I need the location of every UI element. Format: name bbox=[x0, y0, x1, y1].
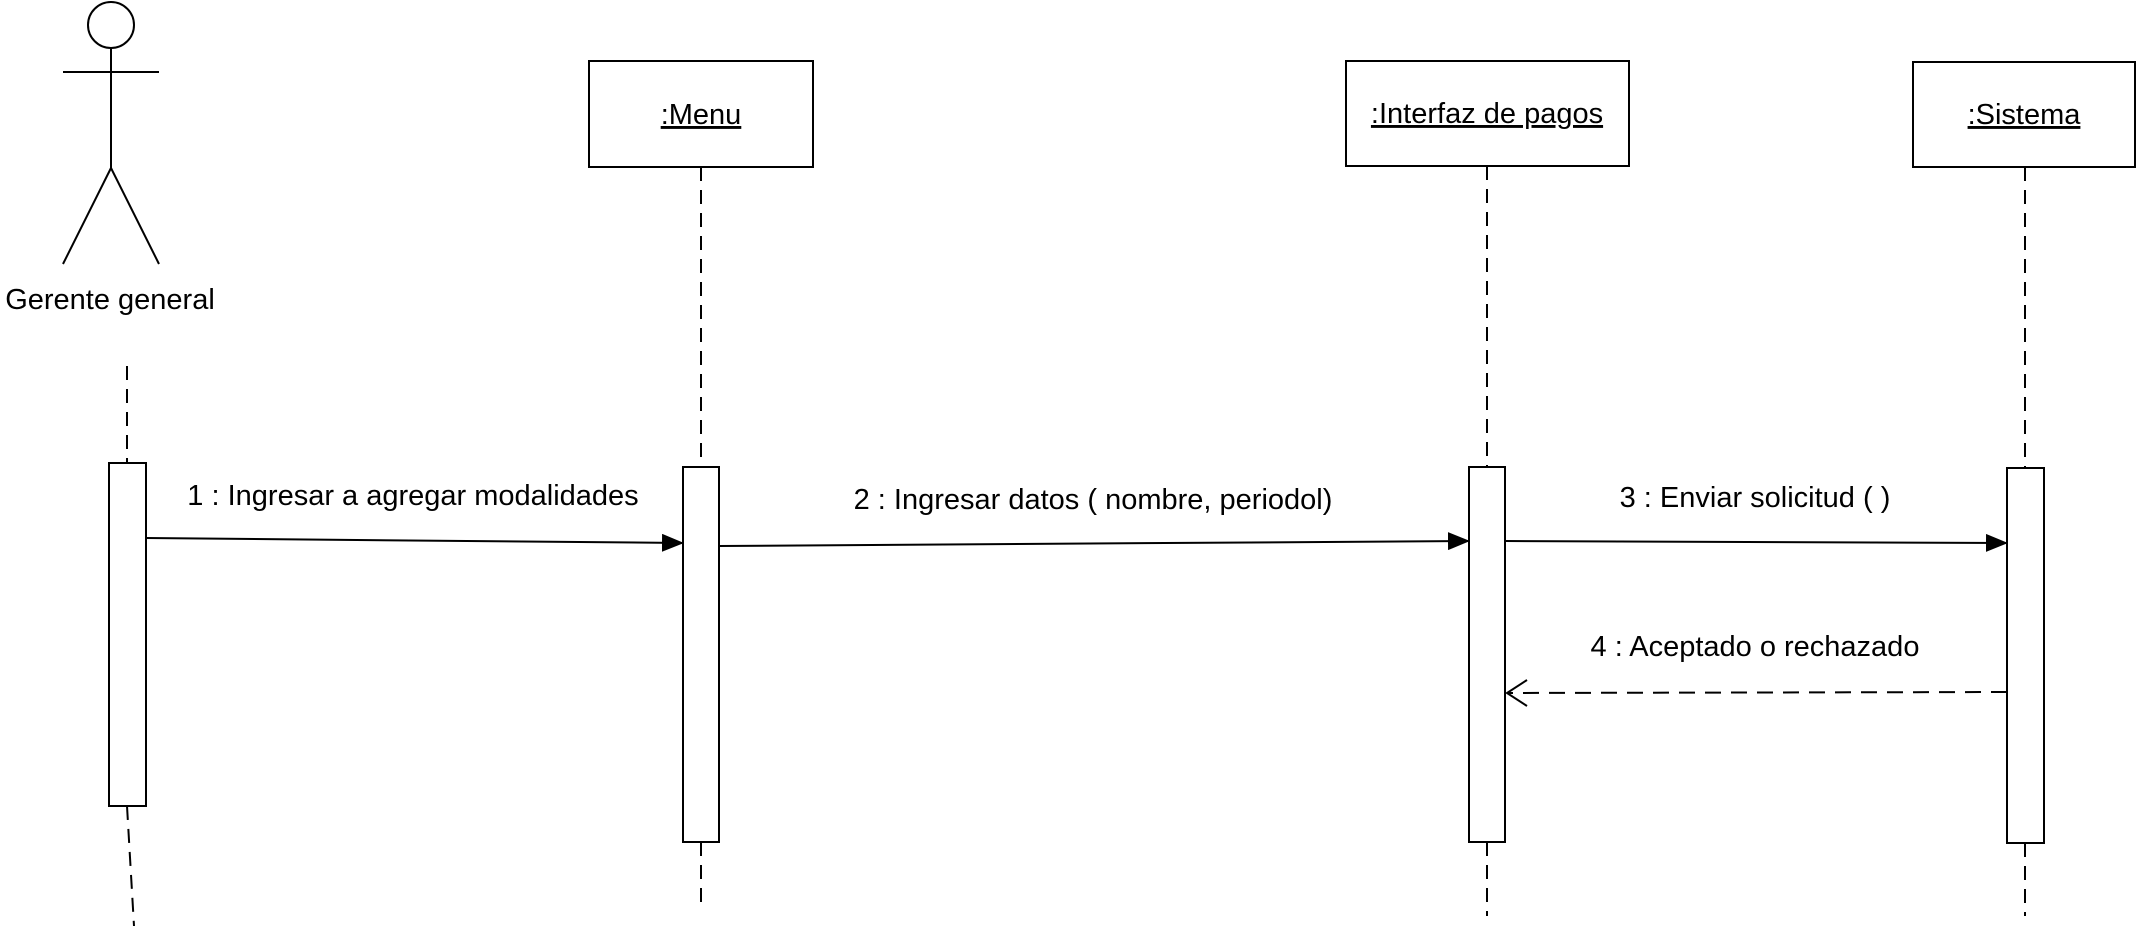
message-3: 3 : Enviar solicitud ( ) bbox=[1504, 482, 2008, 552]
message-arrow bbox=[1504, 533, 2008, 552]
message-2: 2 : Ingresar datos ( nombre, periodol) bbox=[718, 484, 1470, 551]
object-sistema: :Sistema bbox=[1912, 61, 2136, 916]
actor-gerente-general: Gerente general bbox=[5, 1, 215, 926]
message-label: 3 : Enviar solicitud ( ) bbox=[1620, 482, 1891, 514]
object-interfaz-de-pagos: :Interfaz de pagos bbox=[1345, 60, 1630, 916]
object-label: :Sistema bbox=[1968, 99, 2082, 131]
object-activation-bar bbox=[1468, 466, 1506, 843]
object-box bbox=[1912, 61, 2136, 168]
message-1: 1 : Ingresar a agregar modalidades bbox=[145, 480, 684, 552]
message-arrow bbox=[718, 532, 1470, 551]
message-label: 1 : Ingresar a agregar modalidades bbox=[187, 480, 638, 512]
object-activation-bar bbox=[682, 466, 720, 843]
actor-activation-bar bbox=[108, 462, 147, 807]
object-activation-bar bbox=[2006, 467, 2045, 844]
object-label: :Menu bbox=[661, 99, 742, 131]
message-arrow bbox=[145, 533, 684, 552]
object-box bbox=[588, 60, 814, 168]
message-4-reply: 4 : Aceptado o rechazado bbox=[1505, 631, 2008, 707]
message-label: 4 : Aceptado o rechazado bbox=[1591, 631, 1920, 663]
message-label: 2 : Ingresar datos ( nombre, periodol) bbox=[854, 484, 1333, 516]
object-menu: :Menu bbox=[588, 60, 814, 904]
actor-name-label: Gerente general bbox=[5, 284, 215, 316]
actor-lifeline-tail bbox=[126, 805, 135, 926]
actor-stick-figure-icon bbox=[62, 1, 160, 265]
open-arrowhead-icon bbox=[1505, 679, 1528, 707]
object-label: :Interfaz de pagos bbox=[1371, 98, 1603, 130]
message-arrow-dashed bbox=[1506, 691, 2008, 694]
